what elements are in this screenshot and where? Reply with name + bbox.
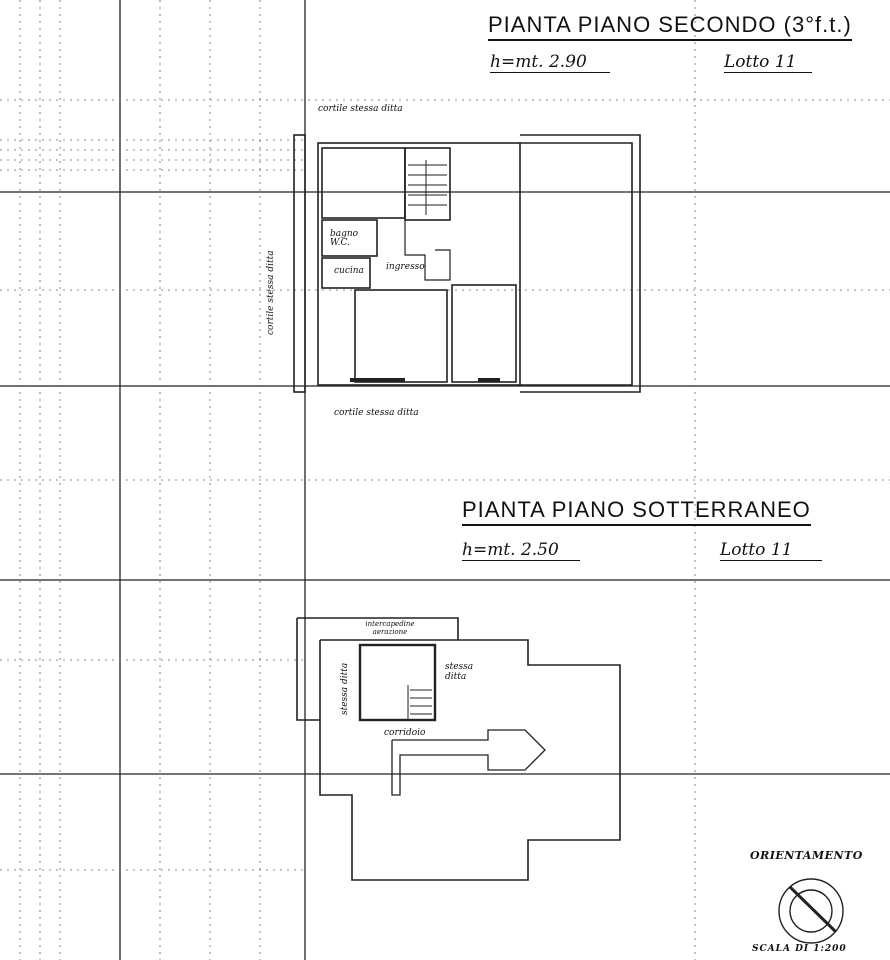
upper-floor-plan xyxy=(293,134,641,393)
label-same-owner-right: stessa ditta xyxy=(445,662,474,682)
label-courtyard-left: cortile stessa ditta xyxy=(266,250,276,335)
orientation-label: ORIENTAMENTO xyxy=(750,849,863,862)
upper-plan-title: PIANTA PIANO SECONDO (3°f.t.) xyxy=(488,12,852,41)
label-bathroom: bagno W.C. xyxy=(330,229,359,248)
lower-plan-lot: Lotto 11 xyxy=(720,540,822,561)
compass-orientation-icon xyxy=(778,878,844,944)
label-air-gap: intercapedine aerazione xyxy=(365,620,415,636)
upper-plan-lot: Lotto 11 xyxy=(724,52,812,73)
label-entrance: ingresso xyxy=(386,262,425,272)
label-courtyard-bottom: cortile stessa ditta xyxy=(334,408,419,418)
lower-plan-title: PIANTA PIANO SOTTERRANEO xyxy=(462,497,811,526)
basement-floor-plan xyxy=(296,617,621,881)
label-corridor: corridoio xyxy=(384,728,426,738)
label-kitchen: cucina xyxy=(334,266,364,276)
upper-plan-height: h=mt. 2.90 xyxy=(490,52,610,73)
label-courtyard-top: cortile stessa ditta xyxy=(318,104,403,114)
label-same-owner-left: stessa ditta xyxy=(340,662,350,715)
lower-plan-height: h=mt. 2.50 xyxy=(462,540,580,561)
scale-label: SCALA DI 1:200 xyxy=(752,944,847,954)
